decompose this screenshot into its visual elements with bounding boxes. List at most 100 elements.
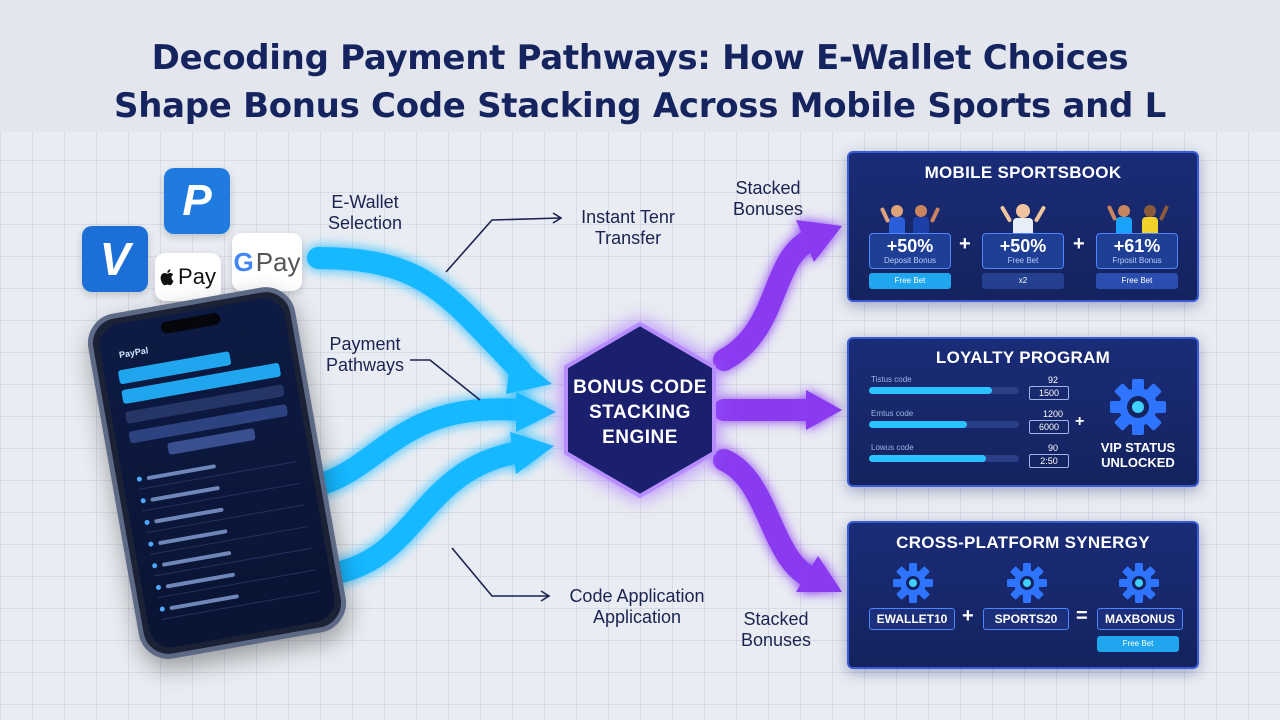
bonus-chip[interactable]: x2: [982, 273, 1064, 289]
paypal-glyph: P: [182, 176, 212, 225]
panel-mobile-sportsbook: MOBILE SPORTSBOOK +50% Deposit Bonus Fre…: [847, 151, 1199, 302]
loyalty-row-1: Tistus code 92 1500: [869, 375, 1074, 401]
bonus-code-max[interactable]: MAXBONUS: [1097, 608, 1183, 630]
phone-app-brand: PayPal: [118, 345, 150, 361]
loyalty-progress-track: [869, 387, 1019, 394]
panel-cross-platform-synergy: CROSS-PLATFORM SYNERGY EWALLET10 + SPORT…: [847, 521, 1199, 669]
bonus-description: Frposit Bonus: [1112, 256, 1162, 265]
panel-loyalty-program: LOYALTY PROGRAM Tistus code 92 1500 Emtu…: [847, 337, 1199, 487]
connector-instant-transfer-head: [552, 212, 563, 224]
free-bet-chip[interactable]: Free Bet: [1097, 636, 1179, 652]
fans-icon: [1107, 205, 1169, 237]
plus-operator: +: [959, 233, 971, 255]
loyalty-title: LOYALTY PROGRAM: [935, 348, 1111, 367]
paypal-logo: P: [164, 168, 230, 234]
bonus-description: Free Bet: [1007, 256, 1039, 265]
loyalty-progress-track: [869, 455, 1019, 462]
arrowhead-1: [506, 352, 552, 394]
flow-phone-lower-to-engine: [295, 441, 531, 587]
plus-operator: +: [1075, 413, 1085, 430]
gear-icon: [893, 563, 933, 603]
bonus-value-box: +61% Frposit Bonus: [1096, 233, 1178, 269]
arrowhead-sportsbook: [796, 220, 842, 262]
loyalty-progress-fill: [869, 387, 992, 394]
google-pay-logo: G Pay: [232, 233, 302, 291]
bonus-value-box: +50% Free Bet: [982, 233, 1064, 269]
vip-gear-icon: [1110, 379, 1166, 435]
output-arrowheads: [796, 220, 842, 592]
gear-icon: [1007, 563, 1047, 603]
loyalty-row-3: Lowus code 90 2:50: [869, 443, 1074, 469]
loyalty-progress-fill: [869, 421, 967, 428]
flow-ewallet-to-engine: [307, 247, 531, 381]
venmo-logo: V: [82, 226, 148, 292]
phone-notch: [160, 312, 222, 335]
bonus-code-ewallet[interactable]: EWALLET10: [869, 608, 955, 630]
google-pay-text: Pay: [255, 246, 301, 277]
arrowhead-crossplatform: [796, 556, 842, 592]
sportsbook-bonus-3: +61% Frposit Bonus Free Bet: [1096, 203, 1178, 291]
arrowhead-2: [516, 392, 556, 432]
arrowhead-loyalty: [806, 390, 842, 430]
title-band: [0, 0, 1280, 132]
connector-instant-transfer: [445, 217, 561, 273]
google-g-icon: G: [233, 246, 254, 277]
plus-operator: +: [1073, 233, 1085, 255]
input-arrowheads: [506, 352, 556, 474]
page-title-line-1: Decoding Payment Pathways: How E-Wallet …: [151, 38, 1129, 78]
loyalty-row-value: 1200: [1042, 409, 1064, 419]
bonus-chip[interactable]: Free Bet: [1096, 273, 1178, 289]
loyalty-row-label: Tistus code: [871, 375, 912, 384]
loyalty-row-box: 1500: [1029, 386, 1069, 400]
apple-icon: [160, 269, 174, 286]
bonus-code-sports[interactable]: SPORTS20: [983, 608, 1069, 630]
bonus-percent: +61%: [1113, 236, 1161, 256]
bonus-description: Deposit Bonus: [883, 256, 937, 265]
fans-icon: [880, 205, 940, 237]
page-title: Decoding Payment Pathways: How E-Wallet …: [0, 34, 1280, 130]
flow-engine-to-sportsbook: [713, 229, 821, 371]
equals-operator: =: [1076, 605, 1088, 627]
loyalty-row-2: Emtus code 1200 6000: [869, 409, 1074, 435]
bonus-percent: +50%: [886, 236, 934, 256]
apple-pay-text: Pay: [178, 264, 216, 289]
bonus-percent: +50%: [999, 236, 1047, 256]
output-flows: [713, 229, 823, 589]
loyalty-row-box: 2:50: [1029, 454, 1069, 468]
sportsbook-bonus-2: +50% Free Bet x2: [982, 203, 1064, 291]
engine-hexagon: [564, 321, 716, 499]
gear-icon: [1119, 563, 1159, 603]
page-title-line-2: Shape Bonus Code Stacking Across Mobile …: [114, 86, 1166, 126]
engine-hub-shape: [562, 320, 718, 500]
cross-platform-title: CROSS-PLATFORM SYNERGY: [896, 533, 1150, 552]
bonus-value-box: +50% Deposit Bonus: [869, 233, 951, 269]
connector-payment-pathways: [410, 359, 481, 401]
loyalty-progress-track: [869, 421, 1019, 428]
loyalty-row-label: Lowus code: [871, 443, 914, 452]
plus-operator: +: [962, 605, 974, 627]
loyalty-row-value: 90: [1047, 443, 1058, 453]
flow-engine-to-crossplatform: [713, 449, 823, 589]
sportsbook-bonus-1: +50% Deposit Bonus Free Bet: [869, 203, 951, 291]
arrowhead-3: [510, 432, 554, 474]
connector-code-application: [451, 547, 548, 597]
loyalty-row-box: 6000: [1029, 420, 1069, 434]
connector-lines: [410, 212, 563, 602]
loyalty-row-value: 92: [1047, 375, 1058, 385]
sportsbook-title: MOBILE SPORTSBOOK: [924, 163, 1122, 182]
apple-pay-logo: Pay: [155, 253, 221, 301]
connector-code-application-head: [540, 590, 551, 602]
venmo-glyph: V: [99, 233, 131, 285]
loyalty-row-label: Emtus code: [871, 409, 914, 418]
phone-screen: PayPal: [95, 295, 339, 651]
bonus-chip[interactable]: Free Bet: [869, 273, 951, 289]
